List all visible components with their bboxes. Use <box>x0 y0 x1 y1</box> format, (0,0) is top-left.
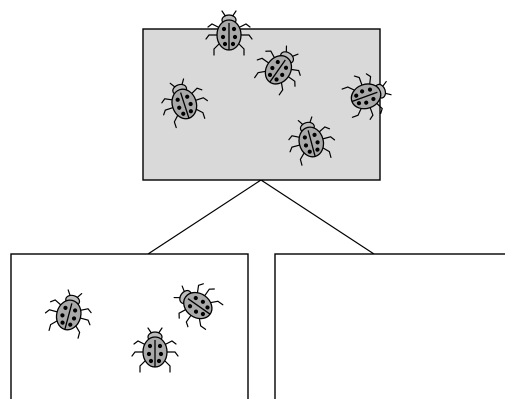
connector-left <box>147 179 262 255</box>
connector-right <box>260 179 375 255</box>
child-box-left <box>10 253 249 399</box>
child-box-right <box>274 253 505 399</box>
